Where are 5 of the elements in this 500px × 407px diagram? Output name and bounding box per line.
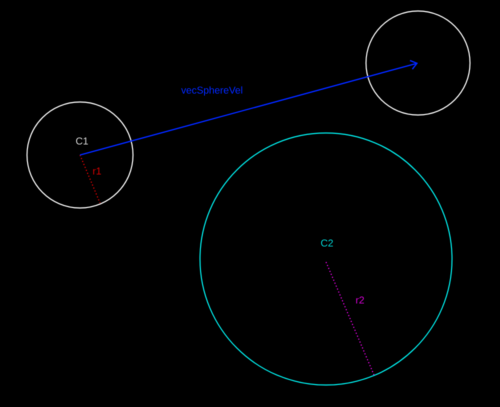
circle bbox=[365, 10, 471, 116]
arrow bbox=[80, 60, 418, 156]
edge-label: vecSphereVel bbox=[180, 85, 244, 97]
radius-label: r2 bbox=[354, 296, 366, 304]
radius-label: r1 bbox=[92, 166, 102, 176]
